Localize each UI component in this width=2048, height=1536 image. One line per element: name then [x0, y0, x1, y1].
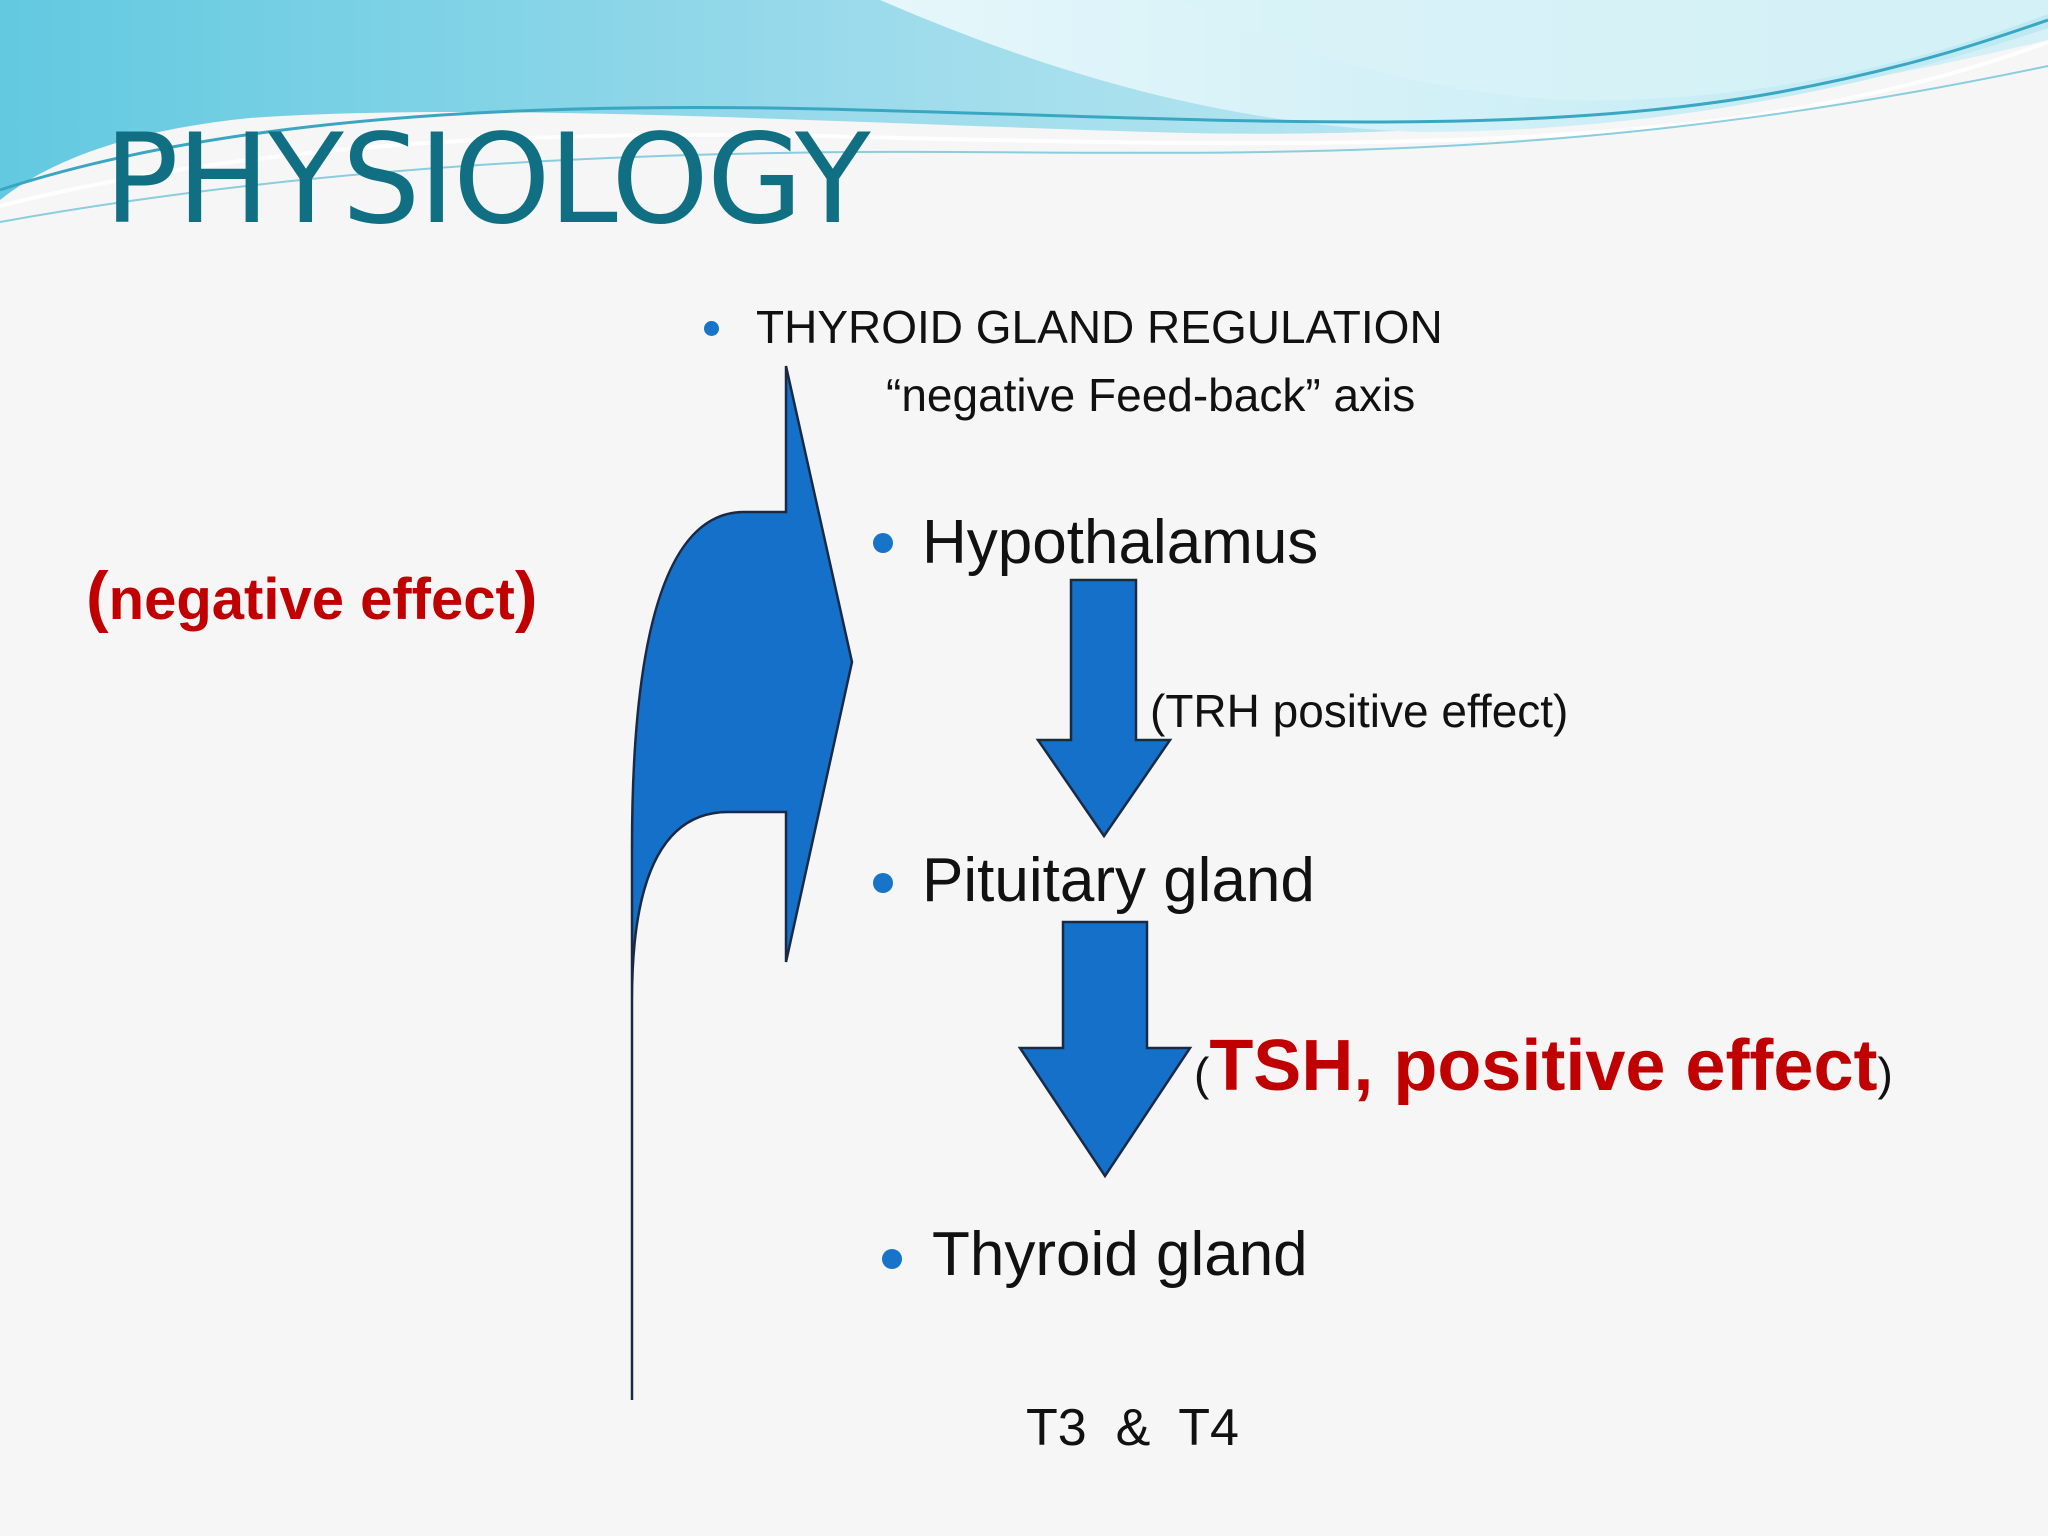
slide-heading: THYROID GLAND REGULATION: [756, 301, 1443, 353]
slide-subheading: “negative Feed-back” axis: [886, 369, 1416, 421]
tsh-down-arrow: [1017, 920, 1193, 1179]
negative-effect-label: (negative effect): [86, 562, 537, 630]
pituitary-bullet: [873, 873, 893, 893]
negative-effect-close-paren: ): [514, 558, 538, 634]
hormone-output-label: T3 & T4: [1026, 1399, 1239, 1457]
header-wave-decoration: [0, 0, 2048, 223]
tsh-effect-label: (TSH, positive effect): [1194, 1030, 1893, 1102]
heading-bullet: [704, 321, 719, 336]
tsh-effect-open-paren: (: [1194, 1048, 1210, 1100]
node-pituitary-gland: Pituitary gland: [922, 846, 1315, 915]
hypothalamus-bullet: [873, 533, 893, 553]
negative-effect-text: negative effect: [108, 567, 515, 632]
tsh-effect-text: TSH, positive effect: [1209, 1026, 1878, 1106]
thyroid-bullet: [882, 1249, 902, 1269]
negative-effect-open-paren: (: [86, 558, 109, 634]
feedback-arrow: [630, 365, 854, 1400]
tsh-effect-close-paren: ): [1877, 1048, 1893, 1100]
node-hypothalamus: Hypothalamus: [922, 508, 1319, 577]
node-thyroid-gland: Thyroid gland: [932, 1220, 1308, 1289]
trh-effect-label: (TRH positive effect): [1150, 685, 1569, 737]
slide-title: PHYSIOLOGY: [104, 108, 871, 252]
trh-down-arrow: [1035, 578, 1173, 839]
